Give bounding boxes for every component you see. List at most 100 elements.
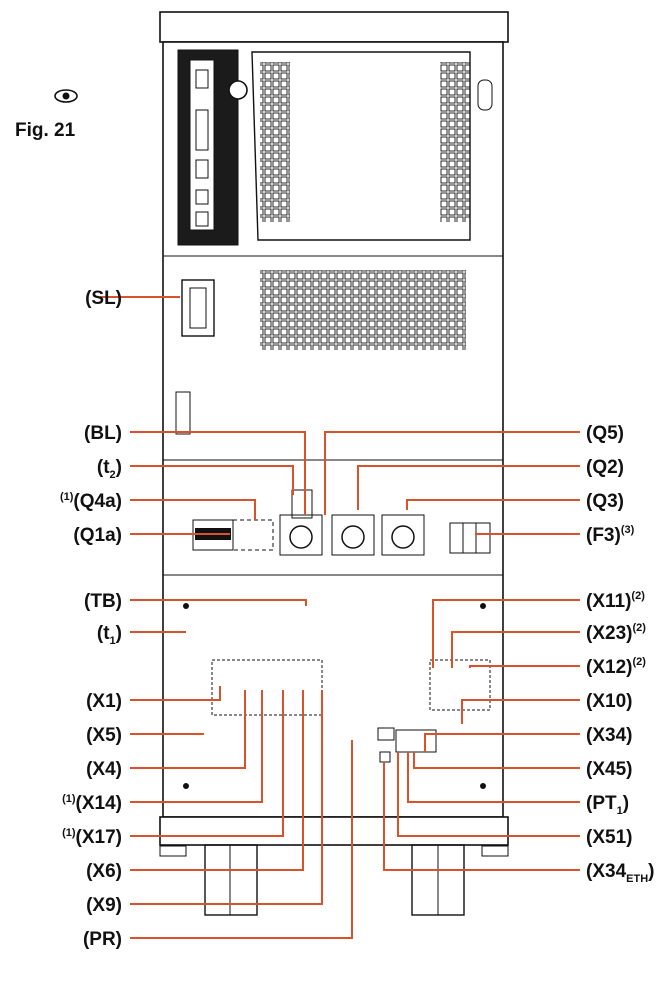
callout-label-x4: (X4) [86, 759, 122, 780]
leader-line-q4a [130, 499, 256, 520]
switch-row [192, 489, 491, 556]
label-part: (2) [631, 590, 645, 602]
label-part: (t [97, 457, 110, 478]
callout-label-x17: (1)(X17) [62, 827, 122, 848]
callout-label-pt1: (PT1) [586, 793, 629, 817]
label-part: (X6) [86, 861, 122, 882]
label-part: (X23) [586, 623, 632, 644]
leader-line-tb [130, 599, 307, 606]
callout-label-q5: (Q5) [586, 423, 624, 444]
label-part: ) [623, 793, 629, 814]
leader-line-x23 [451, 631, 580, 668]
callout-label-x45: (X45) [586, 759, 632, 780]
leader-line-bl [130, 431, 306, 515]
callout-label-sl: (SL) [85, 288, 122, 309]
leader-line-x17 [130, 690, 284, 837]
callout-label-x12: (X12)(2) [586, 656, 646, 678]
callout-label-x9: (X9) [86, 895, 122, 916]
label-part: 1 [110, 635, 116, 647]
label-part: (Q1a) [73, 525, 122, 546]
leader-line-pt1 [407, 752, 580, 803]
callout-label-q3: (Q3) [586, 491, 624, 512]
leader-line-x9 [130, 690, 323, 905]
label-part: (1) [60, 491, 74, 503]
callout-label-x1: (X1) [86, 691, 122, 712]
label-part: (F3) [586, 525, 621, 546]
callout-label-x10: (X10) [586, 691, 632, 712]
leader-line-x10 [461, 699, 580, 724]
label-part: (X14) [76, 793, 122, 814]
label-part: (Q4a) [73, 491, 122, 512]
callout-label-x11: (X11)(2) [586, 590, 645, 612]
label-part: (2) [632, 656, 646, 668]
label-part: (X34 [586, 861, 627, 882]
label-part: (X45) [586, 759, 632, 780]
leader-line-x4 [130, 690, 246, 769]
label-part: ) [116, 623, 122, 644]
label-part: (SL) [85, 288, 122, 309]
callout-label-f3: (F3)(3) [586, 524, 635, 546]
label-part: (X34) [586, 725, 632, 746]
leader-line-x11 [432, 599, 580, 668]
eye-icon [54, 89, 78, 103]
callout-label-q2: (Q2) [586, 457, 624, 478]
label-part: (X4) [86, 759, 122, 780]
label-part: (1) [62, 793, 76, 805]
callout-labels: (SL)(BL)(t2)(1)(Q4a)(Q1a)(TB)(t1)(X1)(X5… [60, 288, 655, 950]
label-part: (1) [62, 827, 76, 839]
label-part: (X10) [586, 691, 632, 712]
leader-line-x14 [130, 690, 263, 803]
leader-line-q3 [406, 499, 580, 510]
label-part: (TB) [84, 591, 122, 612]
label-part: (X17) [76, 827, 122, 848]
leader-line-x12 [469, 665, 580, 668]
label-part: (PR) [83, 929, 122, 950]
label-part: (3) [621, 524, 635, 536]
label-part: 2 [110, 469, 116, 481]
terminal-blocks [183, 603, 491, 789]
callout-label-t1: (t1) [97, 623, 122, 647]
label-part: (X12) [586, 657, 632, 678]
leader-line-x45 [413, 752, 580, 769]
callout-label-q4a: (1)(Q4a) [60, 491, 122, 512]
leader-line-t2 [130, 465, 294, 495]
figure-label: Fig. 21 [15, 120, 76, 141]
leader-lines [100, 296, 580, 939]
label-part: (PT [586, 793, 617, 814]
callout-label-tb: (TB) [84, 591, 122, 612]
callout-label-x5: (X5) [86, 725, 122, 746]
leader-line-pr [130, 740, 353, 939]
label-part: (X9) [86, 895, 122, 916]
label-part: (X51) [586, 827, 632, 848]
label-part: (X5) [86, 725, 122, 746]
leader-line-x34 [424, 733, 580, 752]
label-part: (X11) [586, 591, 631, 612]
leader-line-x34eth [383, 762, 580, 871]
label-part: ) [116, 457, 122, 478]
label-part: (Q5) [586, 423, 624, 444]
label-part: (Q3) [586, 491, 624, 512]
label-part: (Q2) [586, 457, 624, 478]
label-part: (2) [632, 622, 646, 634]
callout-label-x51: (X51) [586, 827, 632, 848]
callout-label-x34: (X34) [586, 725, 632, 746]
callout-label-pr: (PR) [83, 929, 122, 950]
callout-label-t2: (t2) [97, 457, 122, 481]
leader-line-x51 [397, 752, 580, 837]
callout-label-x6: (X6) [86, 861, 122, 882]
label-part: (BL) [84, 423, 122, 444]
middle-vent-panel [175, 270, 466, 435]
label-part: 1 [617, 805, 623, 817]
leader-line-q5 [324, 431, 580, 515]
leader-line-x1 [130, 686, 221, 701]
upper-vent-panel [251, 51, 493, 241]
label-part: ) [648, 861, 654, 882]
control-panel [177, 49, 248, 246]
callout-label-x23: (X23)(2) [586, 622, 646, 644]
callout-label-x34eth: (X34ETH) [586, 861, 654, 885]
leader-line-q2 [357, 465, 580, 510]
callout-label-x14: (1)(X14) [62, 793, 122, 814]
label-part: ETH [626, 873, 648, 885]
